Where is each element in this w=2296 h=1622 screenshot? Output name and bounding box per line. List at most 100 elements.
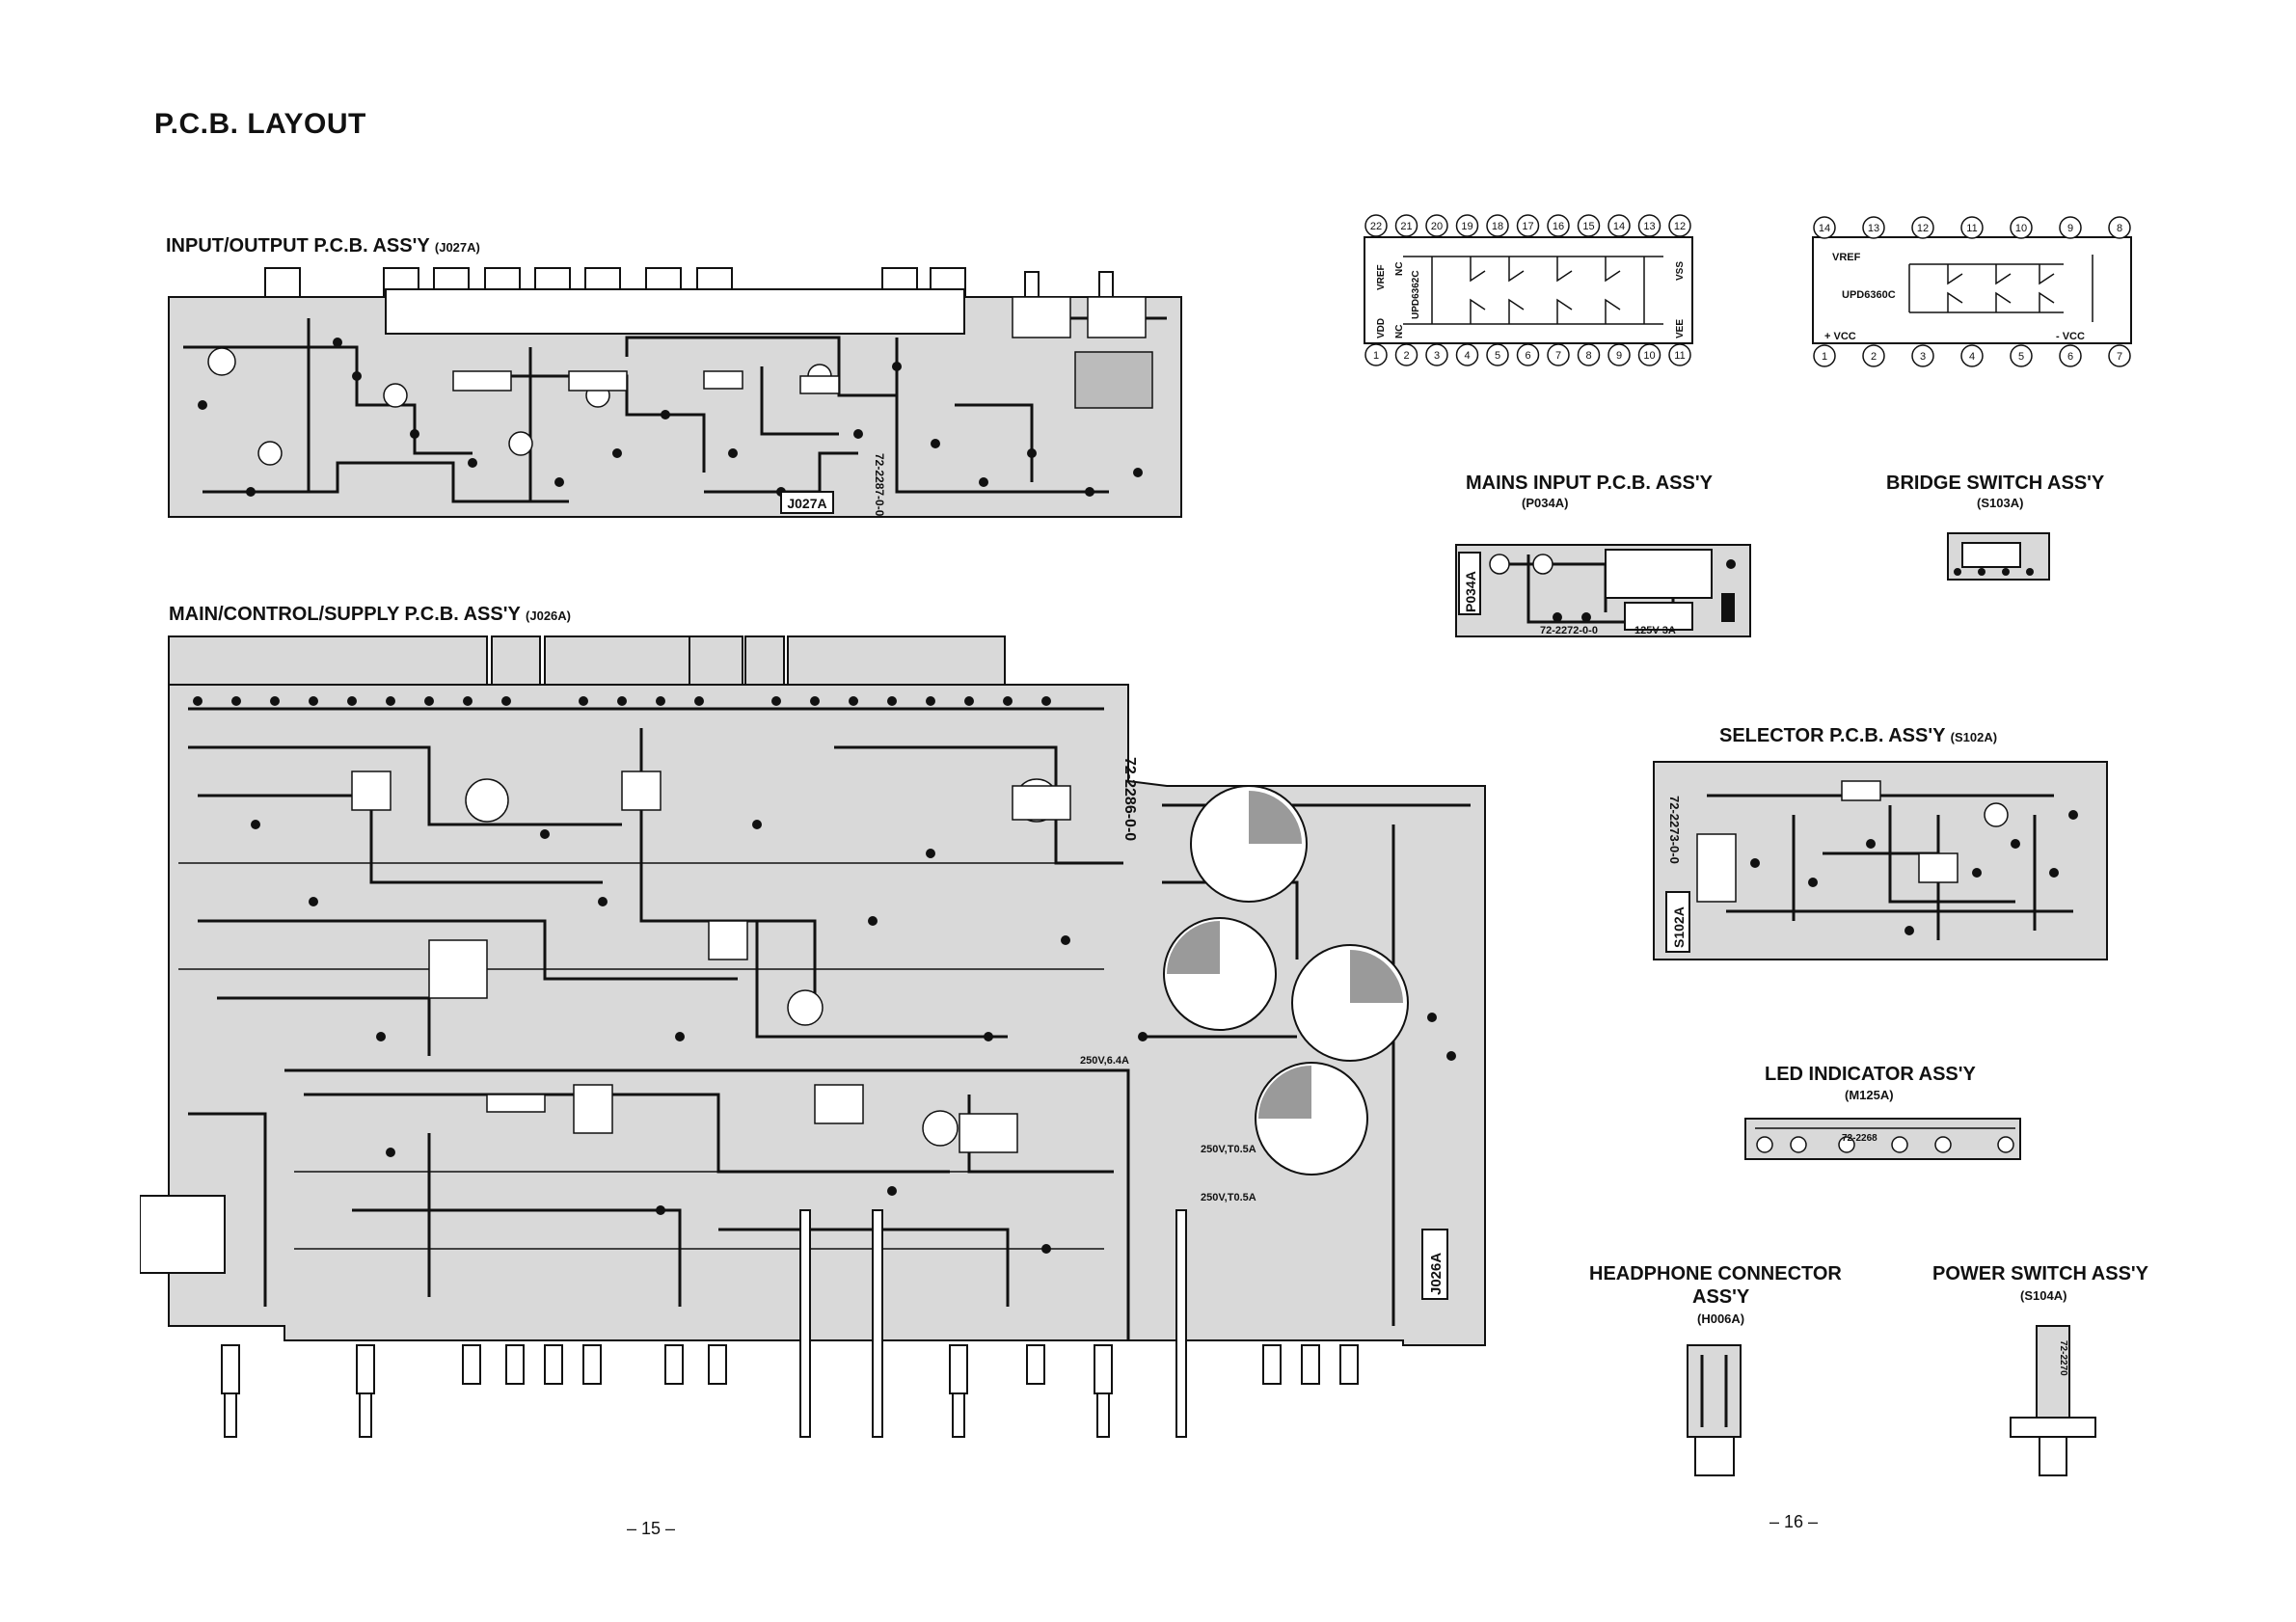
ic1-pin-number: 22 — [1370, 221, 1382, 232]
ic2-vref-label: VREF — [1832, 252, 1861, 263]
ic2-pin-number: 2 — [1871, 351, 1877, 363]
ic2-pin-6 — [2059, 344, 2082, 367]
mains-code: (P034A) — [1522, 496, 1569, 510]
led-part-no: 72-2268 — [1842, 1133, 1877, 1144]
ic1-pin-16 — [1547, 214, 1570, 237]
ic1-pin-10 — [1637, 343, 1661, 366]
io-code: (J027A) — [434, 240, 480, 255]
ic1-pin-22 — [1364, 214, 1388, 237]
ic2-pin-number: 12 — [1917, 223, 1929, 234]
page-number-right: – 16 – — [1769, 1512, 1819, 1531]
power-switch-board: 72-2270 — [2010, 1325, 2096, 1476]
ic1-pin-number: 14 — [1613, 221, 1625, 232]
headphone-heading-line1: HEADPHONE CONNECTOR — [1589, 1263, 1842, 1284]
selector-heading: SELECTOR P.C.B. ASS'Y (S102A) — [1719, 725, 1997, 747]
power-part-no: 72-2270 — [2058, 1340, 2068, 1376]
main-part-no: 72-2286-0-0 — [1121, 757, 1138, 841]
ic2-pin-3 — [1911, 344, 1934, 367]
ic1-pin-6 — [1516, 343, 1540, 366]
io-board-label: J027A — [787, 496, 826, 511]
headphone-connector-board — [1687, 1344, 1742, 1476]
mains-pcb-board: P034A 72-2272-0-0 125V 3A — [1455, 544, 1751, 637]
main-board-label: J026A — [1428, 1253, 1445, 1295]
ic1-pin-13 — [1637, 214, 1661, 237]
ic1-pin-number: 13 — [1643, 221, 1655, 232]
ic1-vref-label: VREF — [1376, 264, 1387, 290]
ic1-pin-7 — [1547, 343, 1570, 366]
ic1-pin-1 — [1364, 343, 1388, 366]
mains-part-no: 72-2272-0-0 — [1540, 625, 1598, 636]
ic1-pin-number: 12 — [1674, 221, 1686, 232]
ic1-part-label: UPD6362C — [1411, 270, 1421, 319]
headphone-heading-line2: ASS'Y — [1692, 1286, 1750, 1308]
main-name: MAIN/CONTROL/SUPPLY P.C.B. ASS'Y — [169, 604, 521, 625]
ic2-vcc-neg-label: - VCC — [2056, 331, 2085, 342]
main-pcb-board: 250V,6.4A 250V,T0.5A 250V,T0.5A 72-2286-… — [140, 635, 1486, 1438]
ic1-nc-bottom-label: NC — [1394, 325, 1405, 338]
ic2-pin-number: 5 — [2018, 351, 2024, 363]
ic2-part-label: UPD6360C — [1842, 289, 1896, 301]
io-part-no: 72-2287-0-0 — [873, 453, 886, 517]
ic1-pin-21 — [1394, 214, 1418, 237]
ic1-vee-label: VEE — [1675, 319, 1686, 338]
ic1-pin-number: 4 — [1464, 350, 1470, 362]
ic2-pin-number: 1 — [1822, 351, 1827, 363]
ic1-pin-number: 9 — [1616, 350, 1622, 362]
ic1-pin-12 — [1668, 214, 1691, 237]
ic1-pin-number: 3 — [1434, 350, 1440, 362]
ic1-pin-15 — [1577, 214, 1601, 237]
ic1-pin-8 — [1577, 343, 1601, 366]
ic2-pin-5 — [2010, 344, 2033, 367]
mains-board-label: P034A — [1463, 571, 1478, 612]
ic1-pin-number: 1 — [1373, 350, 1379, 362]
fuse-label-1: 250V,6.4A — [1080, 1055, 1129, 1067]
power-code: (S104A) — [2020, 1288, 2067, 1303]
ic1-pin-number: 5 — [1495, 350, 1500, 362]
ic1-pin-18 — [1486, 214, 1509, 237]
ic1-pin-number: 10 — [1643, 350, 1655, 362]
ic2-pin-number: 13 — [1868, 223, 1879, 234]
ic2-pin-9 — [2059, 216, 2082, 239]
ic1-pin-number: 15 — [1582, 221, 1594, 232]
ic1-pin-14 — [1607, 214, 1631, 237]
ic2-pin-1 — [1813, 344, 1836, 367]
ic1-pin-2 — [1394, 343, 1418, 366]
ic1-pin-3 — [1425, 343, 1448, 366]
bridge-switch-board — [1947, 532, 2050, 581]
ic2-pin-12 — [1911, 216, 1934, 239]
io-name: INPUT/OUTPUT P.C.B. ASS'Y — [166, 235, 430, 257]
selector-name: SELECTOR P.C.B. ASS'Y — [1719, 725, 1946, 746]
selector-part-no: 72-2273-0-0 — [1667, 796, 1682, 864]
ic1-nc-top-label: NC — [1394, 262, 1405, 276]
ic1-pin-number: 2 — [1403, 350, 1409, 362]
bridge-code: (S103A) — [1977, 496, 2024, 510]
selector-board-label: S102A — [1671, 906, 1687, 948]
ic1-pin-number: 16 — [1553, 221, 1564, 232]
ic1-vss-label: VSS — [1675, 261, 1686, 281]
ic2-pin-number: 10 — [2015, 223, 2027, 234]
selector-code: (S102A) — [1950, 730, 1998, 744]
power-heading: POWER SWITCH ASS'Y — [1932, 1263, 2149, 1284]
led-indicator-board: 72-2268 — [1744, 1118, 2021, 1160]
ic2-pin-number: 8 — [2117, 223, 2122, 234]
io-section-heading: INPUT/OUTPUT P.C.B. ASS'Y (J027A) — [166, 235, 480, 257]
ic2-pin-11 — [1960, 216, 1984, 239]
ic2-pin-number: 14 — [1819, 223, 1830, 234]
ic1-pin-19 — [1455, 214, 1479, 237]
ic1-pin-9 — [1607, 343, 1631, 366]
led-code: (M125A) — [1845, 1088, 1894, 1102]
main-section-heading: MAIN/CONTROL/SUPPLY P.C.B. ASS'Y (J026A) — [169, 604, 571, 626]
ic1-pin-number: 6 — [1525, 350, 1530, 362]
ic1-pin-number: 8 — [1585, 350, 1591, 362]
io-pcb-board: J027A 72-2287-0-0 — [168, 267, 1182, 518]
ic2-pin-2 — [1862, 344, 1885, 367]
ic1-pin-number: 18 — [1492, 221, 1503, 232]
selector-pcb-board: 72-2273-0-0 S102A — [1653, 761, 2108, 960]
ic2-pin-8 — [2108, 216, 2131, 239]
ic2-pin-14 — [1813, 216, 1836, 239]
ic2-pin-number: 3 — [1920, 351, 1926, 363]
ic1-pin-20 — [1425, 214, 1448, 237]
ic2-pin-number: 7 — [2117, 351, 2122, 363]
